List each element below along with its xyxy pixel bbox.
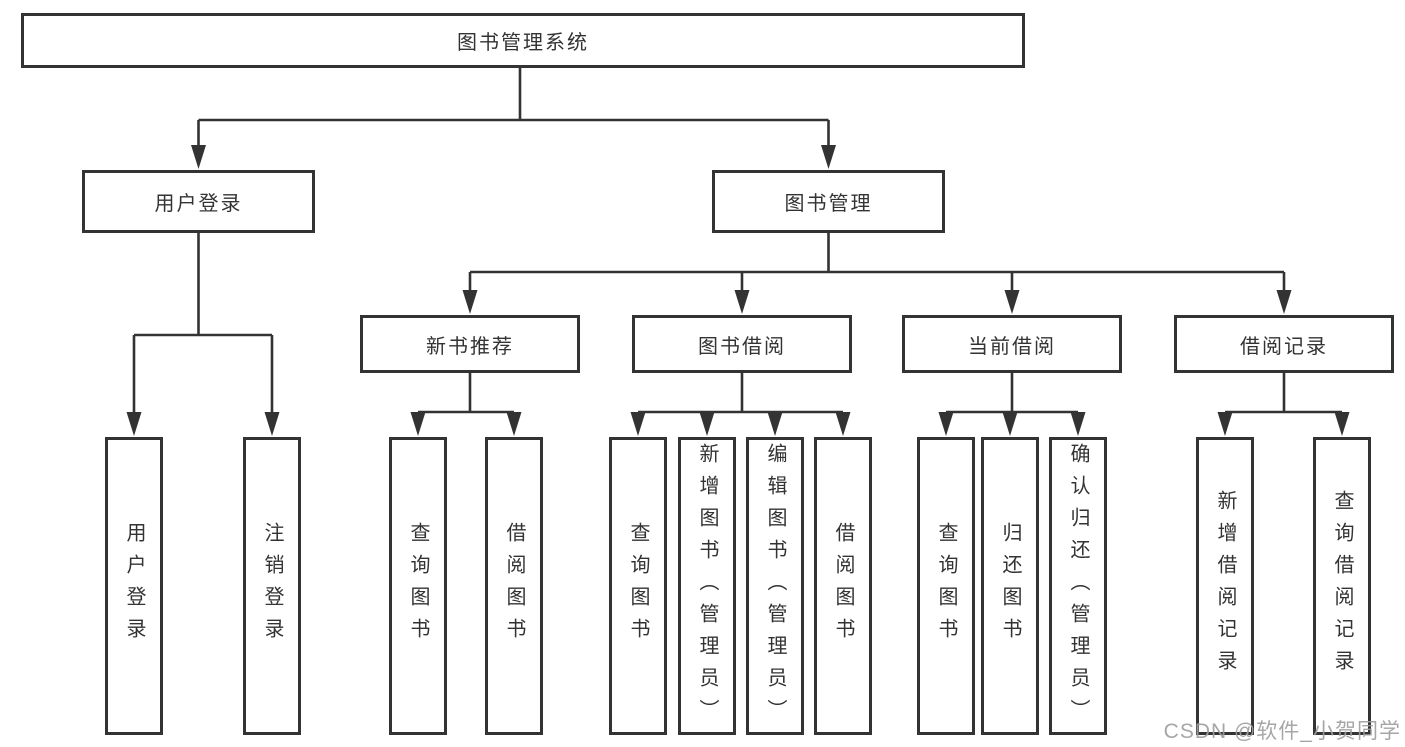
node-label: 注销登录 bbox=[261, 522, 283, 650]
node-label: 查询图书 bbox=[627, 522, 649, 650]
connector-borrow-record-branch bbox=[1225, 373, 1342, 414]
arrow-icon bbox=[1276, 290, 1292, 314]
arrow-icon bbox=[264, 412, 280, 436]
arrow-icon bbox=[734, 290, 750, 314]
arrow-icon bbox=[938, 412, 954, 436]
node-label: 新增借阅记录 bbox=[1214, 490, 1236, 682]
arrow-icon bbox=[506, 412, 522, 436]
node-leaf-logout: 注销登录 bbox=[243, 437, 301, 735]
node-library-management-system: 图书管理系统 bbox=[21, 13, 1025, 68]
node-leaf-query-borrow-record: 查询借阅记录 bbox=[1313, 437, 1371, 735]
node-book-borrowing: 图书借阅 bbox=[632, 315, 852, 373]
arrowheads bbox=[126, 145, 1350, 436]
node-leaf-add-borrow-record: 新增借阅记录 bbox=[1196, 437, 1254, 735]
node-leaf-borrow-books-2: 借阅图书 bbox=[814, 437, 872, 735]
connector-current-borrow-branch bbox=[946, 373, 1078, 414]
node-label: 编辑图书（管理员） bbox=[764, 443, 786, 731]
node-leaf-query-books-2: 查询图书 bbox=[609, 437, 667, 735]
connector-user-login-branch bbox=[132, 233, 274, 415]
arrow-icon bbox=[1002, 412, 1018, 436]
node-leaf-query-books-3: 查询图书 bbox=[917, 437, 975, 735]
node-label: 新书推荐 bbox=[426, 335, 514, 358]
arrow-icon bbox=[630, 412, 646, 436]
connector-root-to-level2 bbox=[197, 68, 830, 148]
csdn-watermark: CSDN @软件_小贺同学 bbox=[1163, 720, 1401, 743]
node-leaf-borrow-books-1: 借阅图书 bbox=[485, 437, 543, 735]
node-book-management-module: 图书管理 bbox=[712, 170, 945, 233]
node-label: 确认归还（管理员） bbox=[1067, 443, 1089, 731]
node-leaf-confirm-return-admin: 确认归还（管理员） bbox=[1049, 437, 1107, 735]
node-label: 借阅记录 bbox=[1240, 335, 1328, 358]
node-label: 图书管理 bbox=[784, 193, 873, 215]
arrow-icon bbox=[835, 412, 851, 436]
node-current-borrowing: 当前借阅 bbox=[902, 315, 1122, 373]
arrow-icon bbox=[462, 290, 478, 314]
node-leaf-add-books-admin: 新增图书（管理员） bbox=[678, 437, 736, 735]
arrow-icon bbox=[1070, 412, 1086, 436]
node-label: 图书借阅 bbox=[698, 335, 786, 358]
node-new-book-recommend: 新书推荐 bbox=[360, 315, 580, 373]
node-label: 用户登录 bbox=[154, 193, 243, 215]
arrow-icon bbox=[821, 145, 836, 169]
connector-new-book-branch bbox=[418, 373, 514, 414]
node-label: 用户登录 bbox=[123, 522, 145, 650]
node-leaf-query-books-1: 查询图书 bbox=[389, 437, 447, 735]
node-leaf-edit-books-admin: 编辑图书（管理员） bbox=[746, 437, 804, 735]
arrow-icon bbox=[126, 412, 142, 436]
node-user-login-module: 用户登录 bbox=[82, 170, 315, 233]
node-borrowing-records: 借阅记录 bbox=[1174, 315, 1394, 373]
arrow-icon bbox=[699, 412, 715, 436]
node-label: 新增图书（管理员） bbox=[696, 443, 718, 731]
arrow-icon bbox=[1004, 290, 1020, 314]
node-label: 归还图书 bbox=[999, 522, 1021, 650]
arrow-icon bbox=[1217, 412, 1233, 436]
connector-book-borrow-branch bbox=[638, 373, 843, 414]
node-label: 查询图书 bbox=[407, 522, 429, 650]
node-label: 借阅图书 bbox=[503, 522, 525, 650]
node-label: 图书管理系统 bbox=[457, 32, 589, 54]
arrow-icon bbox=[191, 145, 206, 169]
node-label: 查询图书 bbox=[935, 522, 957, 650]
node-label: 借阅图书 bbox=[832, 522, 854, 650]
arrow-icon bbox=[410, 412, 426, 436]
connector-book-mgmt-to-level3 bbox=[468, 233, 1286, 293]
node-leaf-return-books: 归还图书 bbox=[981, 437, 1039, 735]
node-leaf-user-login: 用户登录 bbox=[105, 437, 163, 735]
node-label: 当前借阅 bbox=[968, 335, 1056, 358]
arrow-icon bbox=[1334, 412, 1350, 436]
node-label: 查询借阅记录 bbox=[1331, 490, 1353, 682]
arrow-icon bbox=[767, 412, 783, 436]
